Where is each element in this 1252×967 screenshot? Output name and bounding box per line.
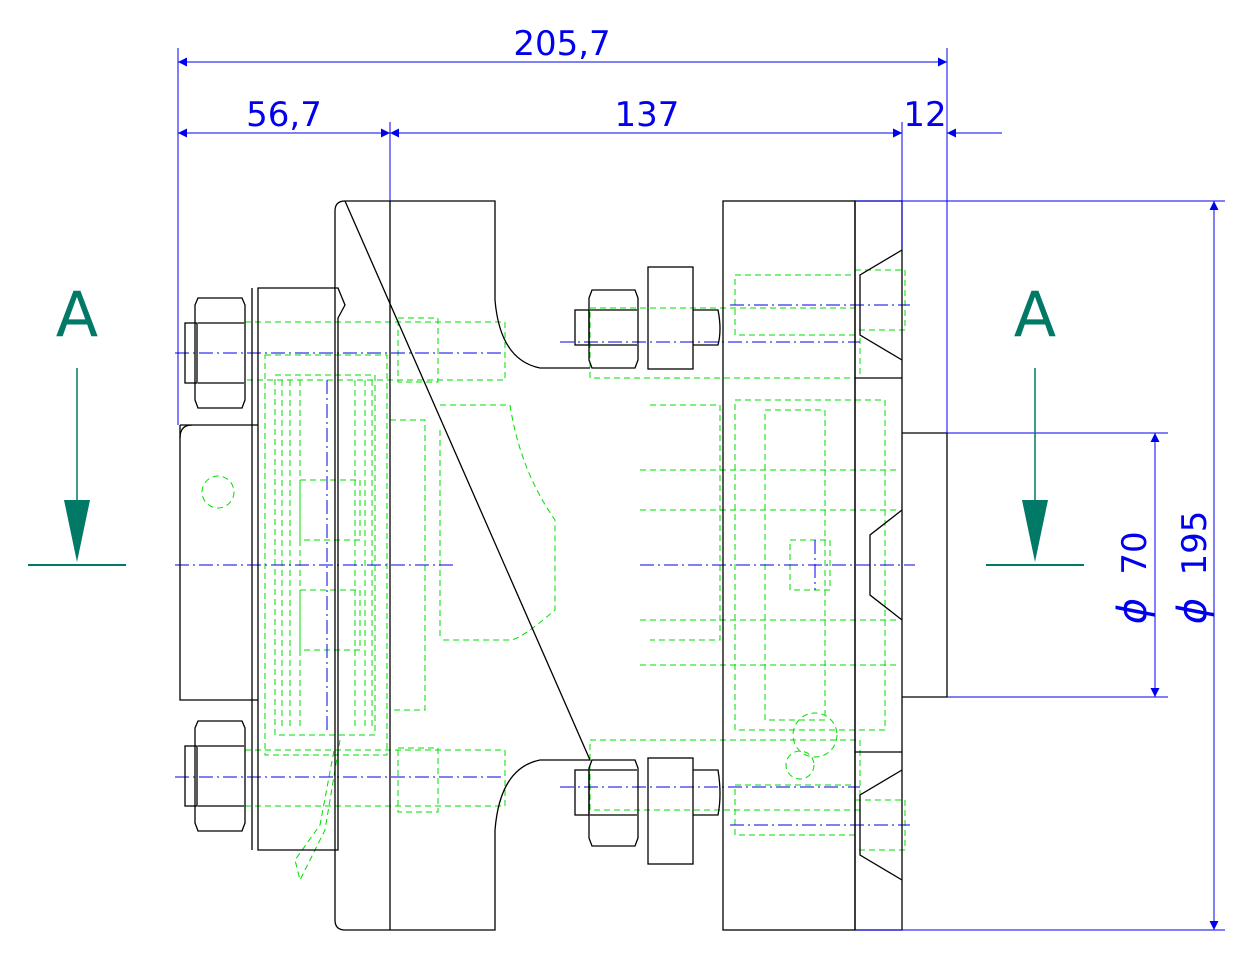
section-marker-right: A bbox=[986, 278, 1084, 566]
hidden-lines bbox=[201, 269, 906, 882]
diameter-symbol-small: ϕ bbox=[1110, 598, 1156, 624]
dimension-labels: 205,7 56,7 137 12 ϕ 70 ϕ 195 bbox=[246, 24, 1216, 624]
section-label-right: A bbox=[1014, 278, 1056, 351]
dimension-lines bbox=[177, 48, 1225, 931]
dim-label-d195: 195 bbox=[1175, 511, 1215, 576]
section-marker-left: A bbox=[28, 278, 126, 566]
dim-label-left: 56,7 bbox=[246, 95, 322, 135]
section-label-left: A bbox=[56, 278, 98, 351]
center-lines bbox=[175, 304, 915, 826]
dim-label-right: 12 bbox=[903, 95, 946, 135]
dim-label-middle: 137 bbox=[615, 95, 680, 135]
dim-label-overall: 205,7 bbox=[513, 24, 610, 64]
diameter-symbol-large: ϕ bbox=[1170, 598, 1216, 624]
dim-label-d70: 70 bbox=[1115, 531, 1155, 574]
